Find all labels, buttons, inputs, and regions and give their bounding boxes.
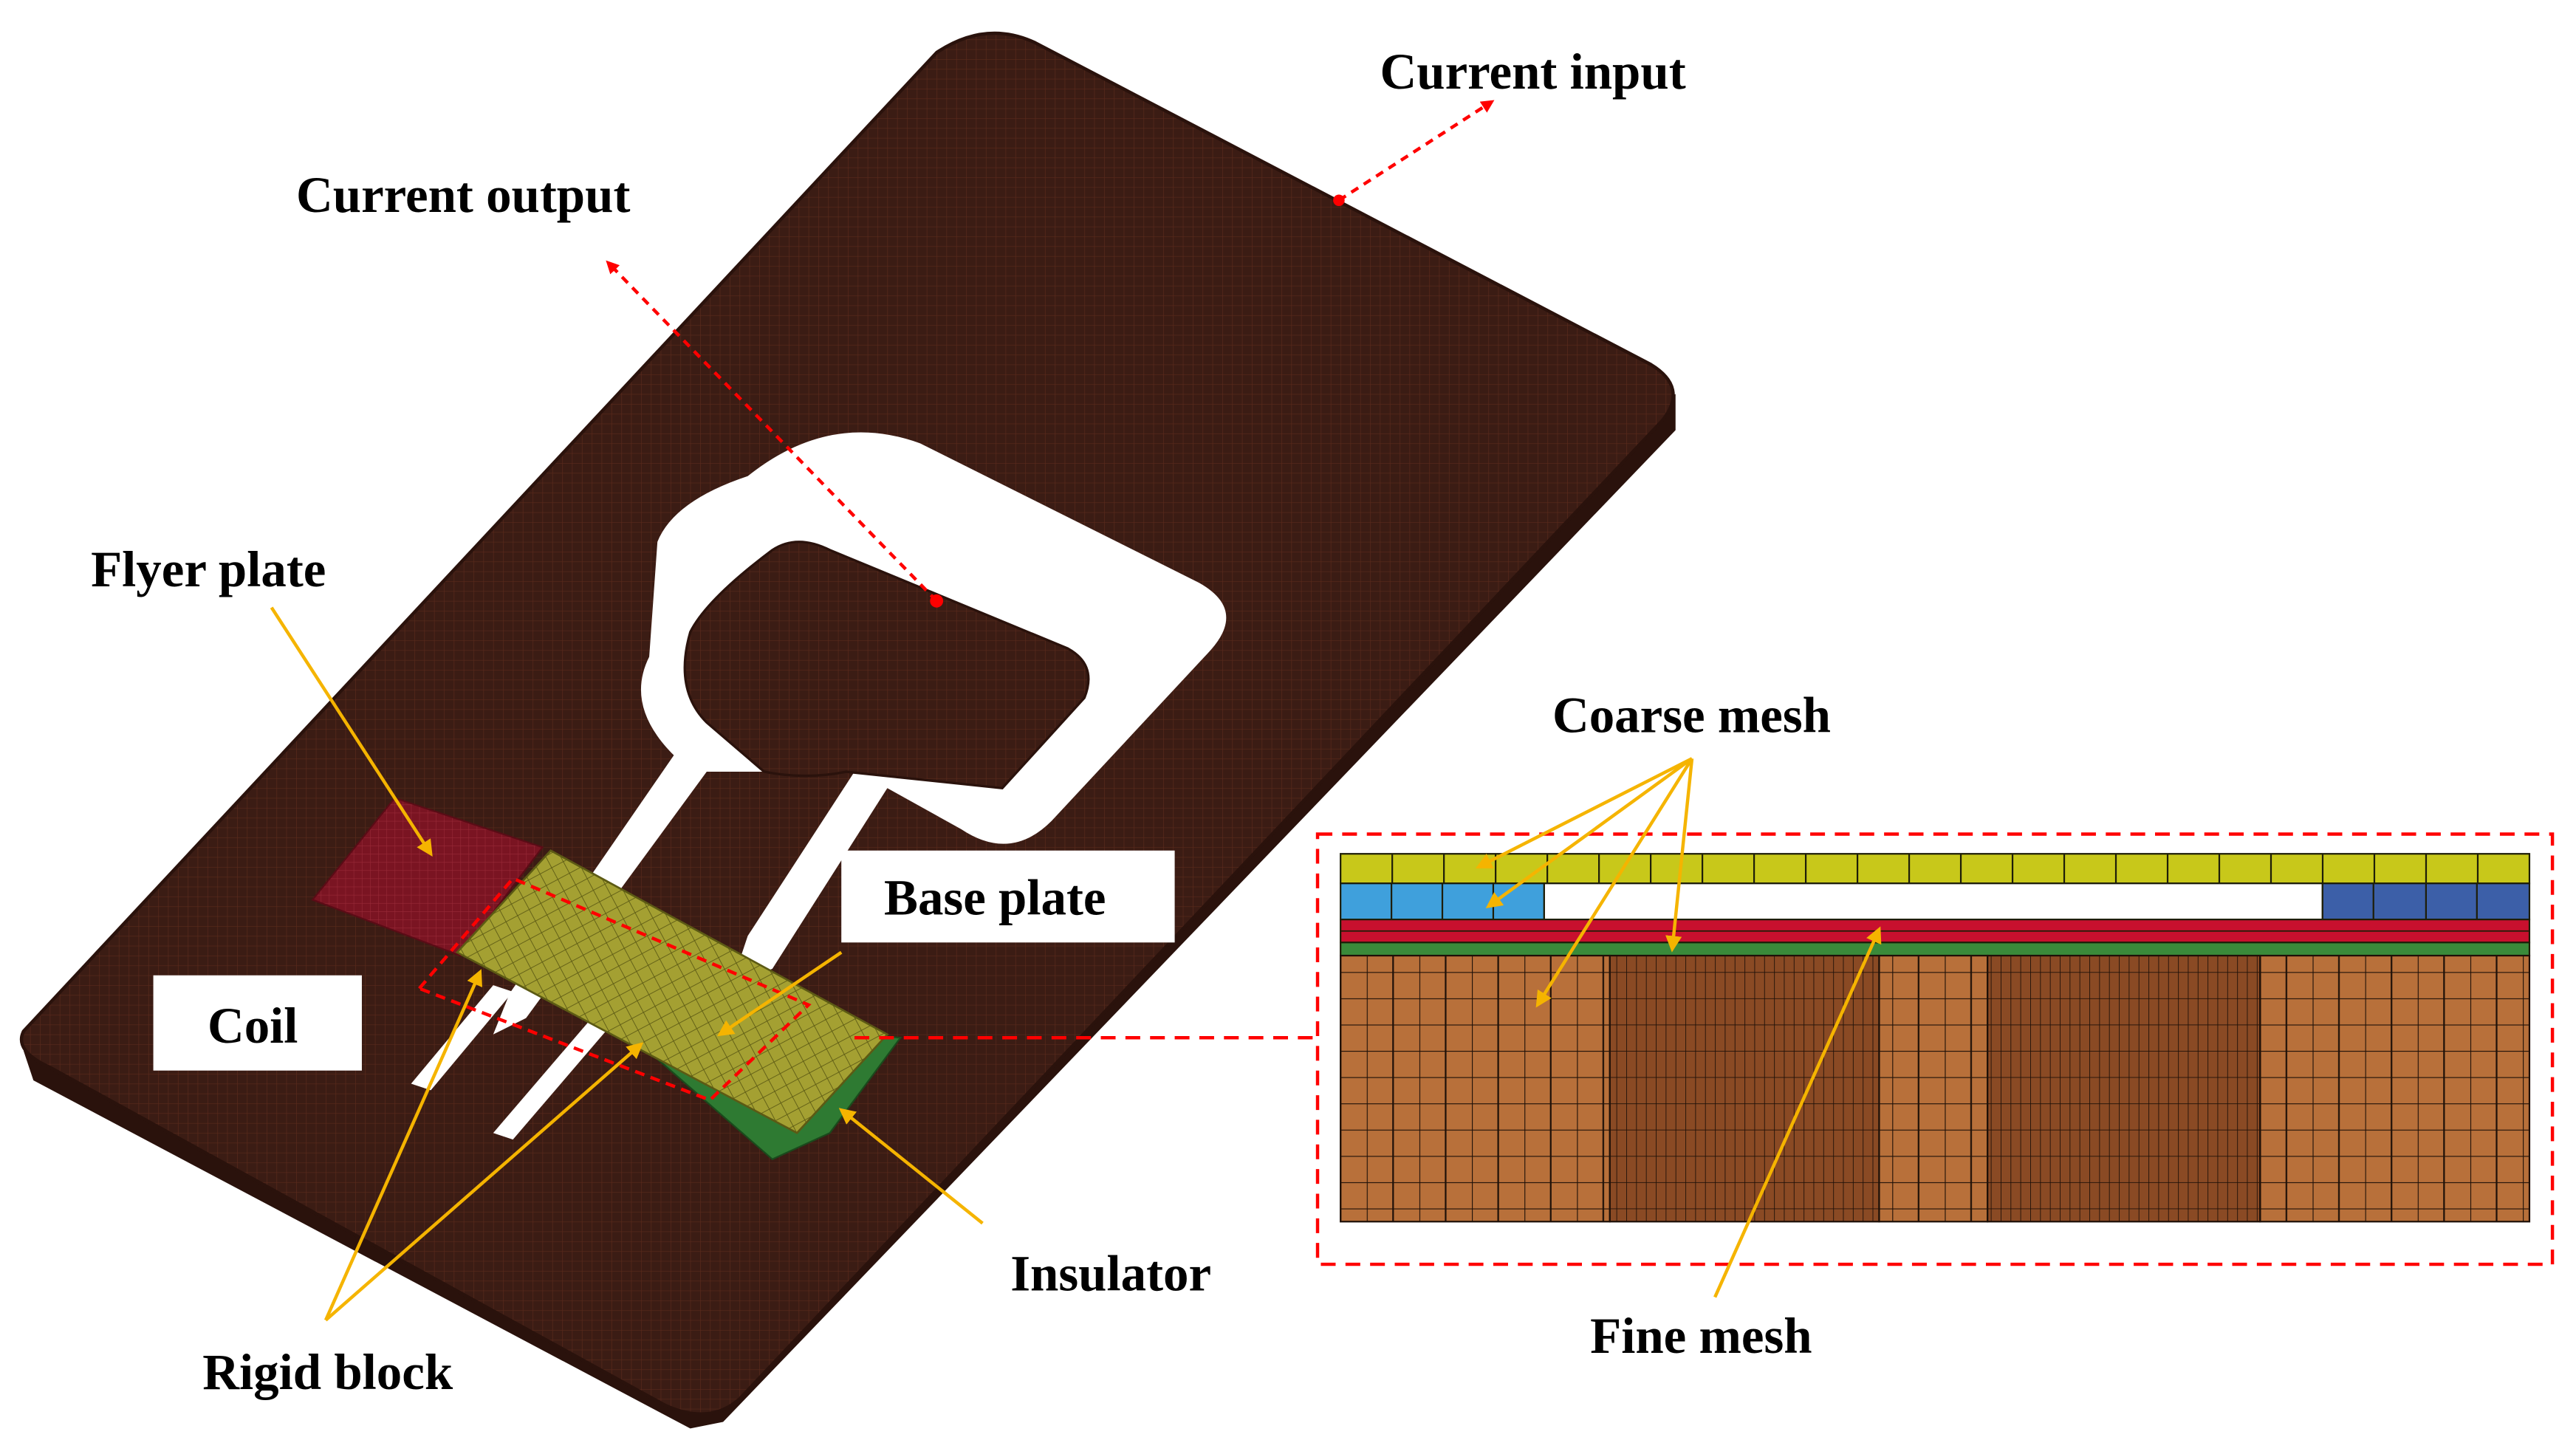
base-plate [455, 849, 889, 1134]
fine-mesh-leader [1713, 926, 1882, 1298]
label-flyer-plate: Flyer plate [91, 541, 326, 597]
label-rigid-block: Rigid block [202, 1344, 453, 1400]
current-output-leader [606, 260, 938, 603]
mesh-detail-section [1315, 757, 2555, 1298]
rigid-block-outline [417, 876, 812, 1103]
label-current-output: Current output [296, 167, 630, 223]
label-base-plate: Base plate [884, 869, 1106, 925]
label-coil: Coil [208, 998, 298, 1054]
coil-label-box [153, 975, 362, 1071]
white-gap [1543, 882, 2323, 921]
label-insulator: Insulator [1010, 1246, 1211, 1302]
fine-block-1 [1609, 954, 1880, 1223]
detail-frame [1315, 832, 2555, 1266]
label-current-input: Current input [1380, 44, 1686, 100]
current-input-dot [1333, 194, 1345, 207]
label-fine-mesh: Fine mesh [1590, 1308, 1812, 1364]
green-layer [1340, 942, 2531, 957]
flyer-plate [311, 797, 544, 957]
coarse-block-right [2259, 954, 2531, 1223]
current-output-dot [930, 594, 944, 608]
left-leaders [270, 606, 984, 1322]
coarse-mesh-leaders [1475, 757, 1694, 1008]
coarse-block-left [1340, 954, 1611, 1223]
coarse-top-layer [1340, 853, 2531, 885]
label-coarse-mesh: Coarse mesh [1552, 688, 1831, 744]
base-plate-label-box [841, 850, 1175, 943]
current-input-leader [1337, 100, 1495, 202]
fine-block-2 [1987, 954, 2261, 1223]
coarse-block-mid [1878, 954, 1989, 1223]
